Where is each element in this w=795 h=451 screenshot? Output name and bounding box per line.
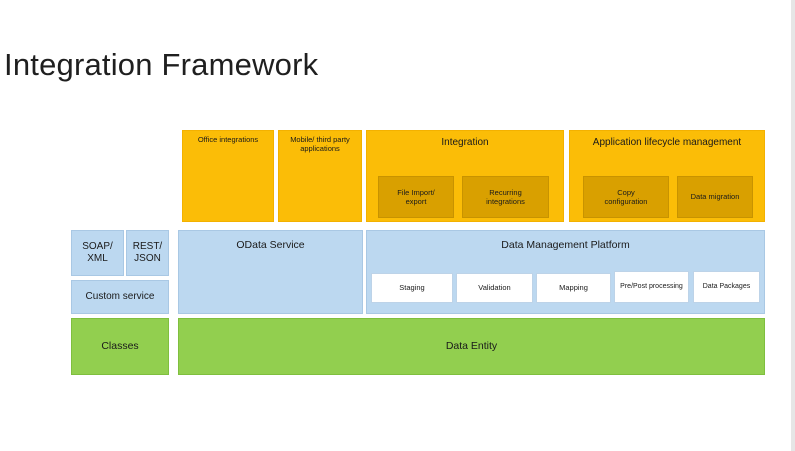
rest-json-box: REST/ JSON	[126, 230, 169, 276]
file-import-export-box: File Import/ export	[378, 176, 454, 218]
data-entity-box: Data Entity	[178, 318, 765, 375]
alm-title: Application lifecycle management	[592, 137, 742, 148]
slide-title: Integration Framework	[4, 47, 319, 82]
dmp-title: Data Management Platform	[501, 239, 630, 251]
data-packages-box: Data Packages	[693, 271, 760, 303]
recurring-integrations-box: Recurring integrations	[462, 176, 549, 218]
odata-service-box: OData Service	[178, 230, 363, 314]
classes-box: Classes	[71, 318, 169, 375]
data-migration-box: Data migration	[677, 176, 753, 218]
pre-post-processing-box: Pre/Post processing	[614, 271, 689, 303]
validation-box: Validation	[456, 273, 533, 303]
copy-configuration-box: Copy configuration	[583, 176, 669, 218]
mapping-box: Mapping	[536, 273, 611, 303]
soap-xml-box: SOAP/ XML	[71, 230, 124, 276]
slide-edge	[791, 0, 795, 451]
office-integrations-box: Office integrations	[182, 130, 274, 222]
integration-title: Integration	[441, 137, 489, 148]
custom-service-box: Custom service	[71, 280, 169, 314]
staging-box: Staging	[371, 273, 453, 303]
mobile-apps-box: Mobile/ third party applications	[278, 130, 362, 222]
